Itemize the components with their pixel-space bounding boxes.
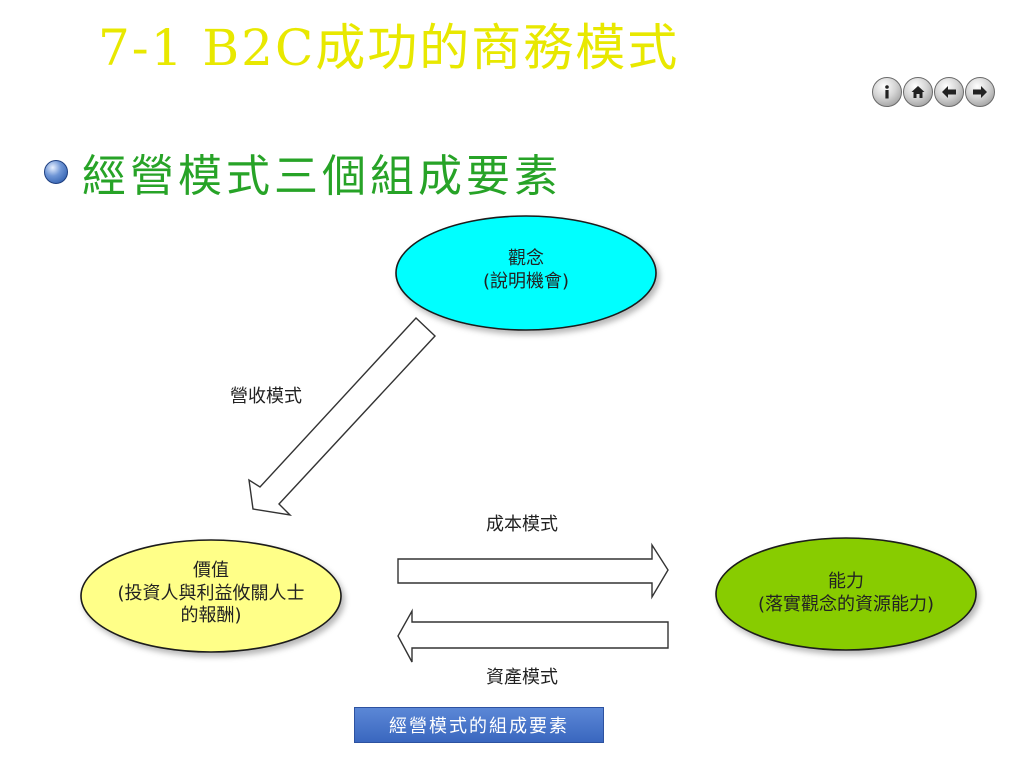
forward-button[interactable] bbox=[965, 77, 995, 107]
concept-node bbox=[395, 215, 657, 331]
home-button[interactable] bbox=[903, 77, 933, 107]
concept-subtitle: (說明機會) bbox=[482, 270, 570, 292]
value-label: 價值 (投資人與利益攸關人士 的報酬) bbox=[81, 560, 341, 628]
arrow-left-icon bbox=[942, 86, 956, 98]
revenue-arrow bbox=[248, 317, 436, 517]
nav-buttons bbox=[872, 77, 995, 107]
value-node bbox=[80, 539, 342, 653]
asset-arrow bbox=[397, 608, 669, 663]
cost-model-label: 成本模式 bbox=[486, 514, 558, 535]
concept-title: 觀念 bbox=[508, 248, 544, 269]
capability-label: 能力 (落實觀念的資源能力) bbox=[716, 571, 976, 616]
bullet-text: 經營模式三個組成要素 bbox=[82, 151, 562, 202]
bullet-item: 經營模式三個組成要素 bbox=[44, 140, 562, 204]
capability-title: 能力 bbox=[828, 571, 864, 592]
value-title: 價值 bbox=[193, 560, 229, 581]
concept-label: 觀念 (說明機會) bbox=[426, 248, 626, 293]
capability-subtitle: (落實觀念的資源能力) bbox=[757, 593, 935, 615]
arrow-right-icon bbox=[973, 86, 987, 98]
value-subtitle-2: 的報酬) bbox=[180, 605, 242, 626]
info-button[interactable] bbox=[872, 77, 902, 107]
cost-arrow bbox=[397, 542, 669, 600]
slide-title: 7-1 B2C成功的商務模式 bbox=[98, 19, 680, 77]
asset-model-label: 資產模式 bbox=[486, 667, 558, 688]
home-icon bbox=[911, 86, 925, 98]
capability-node bbox=[715, 537, 977, 651]
back-button[interactable] bbox=[934, 77, 964, 107]
value-subtitle: (投資人與利益攸關人士 bbox=[117, 582, 305, 604]
revenue-model-label: 營收模式 bbox=[230, 386, 302, 407]
info-icon bbox=[885, 85, 889, 99]
bullet-icon bbox=[44, 160, 68, 184]
diagram-caption: 經營模式的組成要素 bbox=[354, 707, 604, 743]
